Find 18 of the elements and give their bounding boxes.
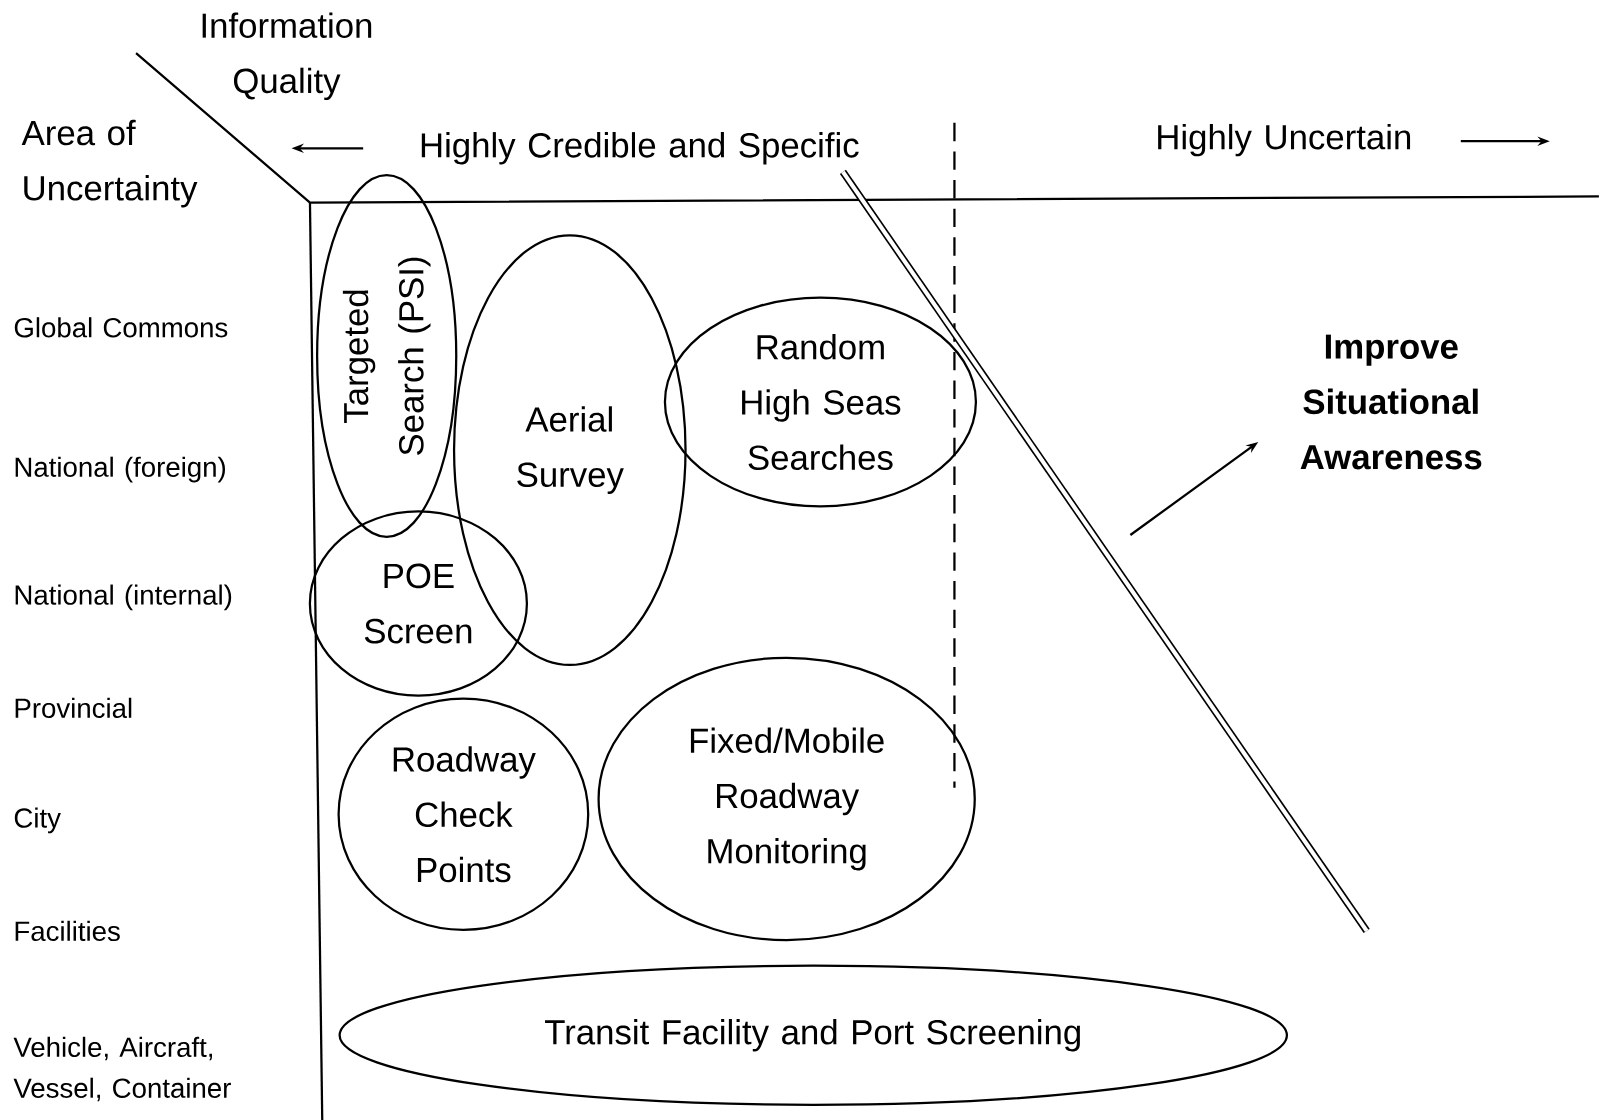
axis-label: Information Quality xyxy=(202,12,372,101)
ellipse-node: Transit Facility and Port Screening xyxy=(338,964,1289,1106)
axis-label: Vehicle, Aircraft, Vessel, Container xyxy=(13,1036,231,1102)
ellipse-node: Random High Seas Searches xyxy=(663,296,978,508)
axis-label: National (internal) xyxy=(15,584,232,611)
axis-label: National (foreign) xyxy=(15,456,226,483)
axis-label: Area of Uncertainty xyxy=(21,119,198,208)
ellipse-node: Targeted Search (PSI) xyxy=(316,173,458,538)
ellipse-node: Roadway Check Points xyxy=(337,697,590,931)
axis-label: Global Commons xyxy=(14,317,228,338)
axis-label: City xyxy=(14,807,61,834)
ellipse-node: POE Screen xyxy=(308,510,529,697)
axis-label: Highly Credible and Specific xyxy=(421,132,859,165)
ellipse-node: Fixed/Mobile Roadway Monitoring xyxy=(597,656,976,942)
axis-label: Highly Uncertain xyxy=(1158,123,1411,157)
axis-label: Provincial xyxy=(15,697,132,718)
axis-label: Facilities xyxy=(15,920,120,941)
bold-text: Improve Situational Awareness xyxy=(1300,334,1482,470)
